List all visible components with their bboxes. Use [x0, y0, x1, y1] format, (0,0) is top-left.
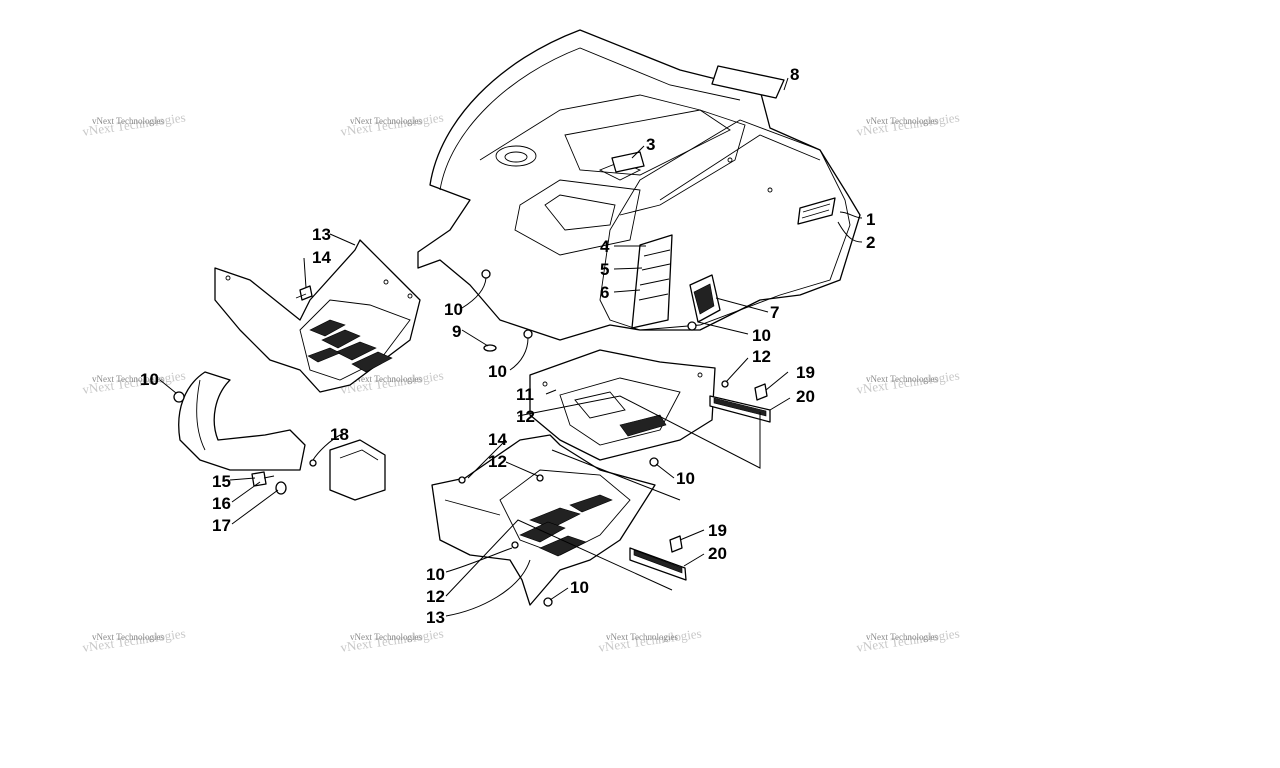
mud-flap: [173, 371, 306, 471]
leader-lines: [159, 77, 863, 617]
callout-14: 14: [488, 430, 507, 449]
callout-8: 8: [790, 65, 799, 84]
callout-20: 20: [708, 544, 727, 563]
callout-12: 12: [426, 587, 445, 606]
callout-15: 15: [212, 472, 231, 491]
callout-16: 16: [212, 494, 231, 513]
callout-3: 3: [646, 135, 655, 154]
left-footwell-lower: [431, 434, 659, 607]
decal-8: [711, 65, 785, 99]
callout-12: 12: [516, 407, 535, 426]
callout-7: 7: [770, 303, 779, 322]
callout-9: 9: [452, 322, 461, 341]
watermark: vNext Technologies: [866, 116, 938, 126]
watermark: vNext Technologies: [350, 116, 422, 126]
watermark: vNext Technologies: [350, 374, 422, 384]
watermark: vNext Technologies: [866, 632, 938, 642]
footrest-20-upper: [709, 383, 771, 423]
footrest-20-lower: [629, 535, 687, 581]
center-floor-panel: [529, 349, 729, 461]
watermark: vNext Technologies: [606, 632, 678, 642]
callout-10: 10: [426, 565, 445, 584]
bolt-16: [251, 471, 275, 487]
left-footwell-upper: [214, 239, 421, 393]
callout-2: 2: [866, 233, 875, 252]
rear-fender-assembly: [417, 29, 861, 341]
callout-1: 1: [866, 210, 875, 229]
callout-14: 14: [312, 248, 331, 267]
bracket-18: [309, 439, 386, 501]
callout-11: 11: [516, 385, 534, 404]
callout-19: 19: [708, 521, 727, 540]
callout-5: 5: [600, 260, 609, 279]
callout-10: 10: [752, 326, 771, 345]
callout-12: 12: [752, 347, 771, 366]
callout-18: 18: [330, 425, 349, 444]
watermark: vNext Technologies: [92, 632, 164, 642]
callout-labels: 1 2 8 3 4 5 6 7 10 10 9 10 13 14 10 11 1…: [140, 65, 875, 627]
callout-19: 19: [796, 363, 815, 382]
callout-6: 6: [600, 283, 609, 302]
callout-4: 4: [600, 237, 610, 256]
callout-12: 12: [488, 452, 507, 471]
callout-13: 13: [312, 225, 331, 244]
callout-13: 13: [426, 608, 445, 627]
watermark: vNext Technologies: [92, 374, 164, 384]
callout-10: 10: [140, 370, 159, 389]
watermark: vNext Technologies: [866, 374, 938, 384]
screw-14-upper: [295, 285, 313, 301]
callout-10: 10: [570, 578, 589, 597]
washer-17: [275, 481, 287, 495]
watermark: vNext Technologies: [92, 116, 164, 126]
callout-10: 10: [488, 362, 507, 381]
callout-10: 10: [444, 300, 463, 319]
callout-20: 20: [796, 387, 815, 406]
watermark: vNext Technologies: [350, 632, 422, 642]
callout-17: 17: [212, 516, 231, 535]
callout-10: 10: [676, 469, 695, 488]
